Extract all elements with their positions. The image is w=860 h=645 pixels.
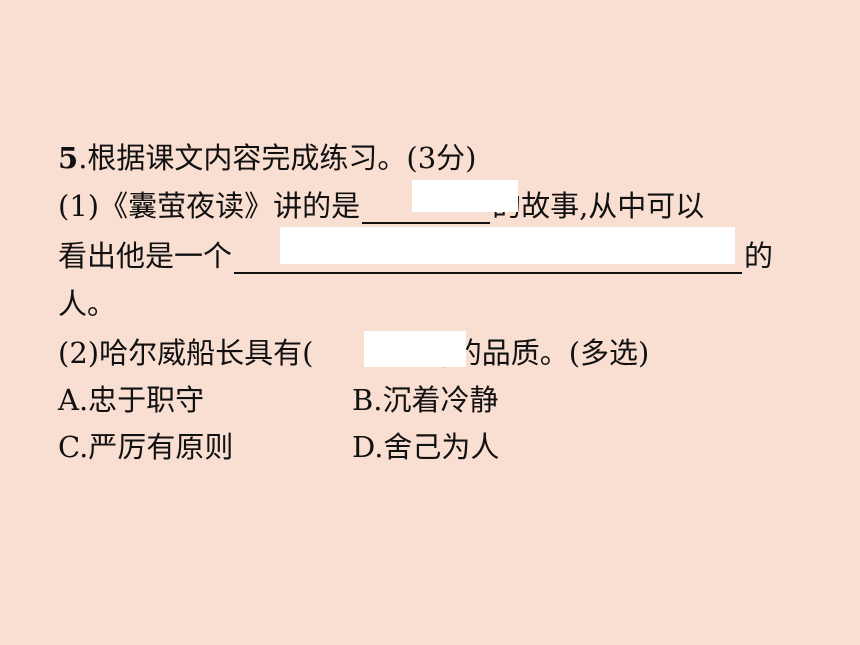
question-stem: .根据课文内容完成练习。(3分): [78, 141, 477, 175]
answer-mask-3: [364, 331, 466, 367]
answer-blank-1[interactable]: [362, 188, 491, 224]
question-number: 5: [58, 141, 79, 175]
part2-after-blank: )的品质。(多选): [441, 336, 650, 370]
options-row-2: C.严厉有原则 D.舍己为人: [58, 427, 499, 467]
part1-line1: (1)《囊萤夜读》讲的是 的故事,从中可以: [58, 186, 704, 226]
part1-line3-text: 人。: [58, 287, 117, 321]
part1-after-blank2: 的: [744, 239, 774, 273]
part2-label: (2)哈尔威船长具有(: [58, 336, 314, 370]
answer-mask-1: [412, 180, 518, 212]
part1-line2: 看出他是一个 的: [58, 236, 773, 276]
options-row-1: A.忠于职守 B.沉着冷静: [58, 380, 499, 420]
part1-label: (1)《囊萤夜读》讲的是: [58, 189, 361, 223]
part1-after-blank1: 的故事,从中可以: [492, 189, 705, 223]
option-a[interactable]: A.忠于职守: [58, 383, 205, 417]
option-c[interactable]: C.严厉有原则: [58, 430, 234, 464]
option-b[interactable]: B.沉着冷静: [352, 383, 499, 417]
part2-line: (2)哈尔威船长具有( )的品质。(多选): [58, 333, 649, 373]
answer-mask-2: [280, 227, 735, 264]
part1-line3: 人。: [58, 284, 116, 324]
answer-blank-2[interactable]: [234, 238, 743, 274]
part1-line2-prefix: 看出他是一个: [58, 239, 233, 273]
question-stem-line: 5.根据课文内容完成练习。(3分): [58, 138, 477, 178]
option-d[interactable]: D.舍己为人: [352, 430, 500, 464]
